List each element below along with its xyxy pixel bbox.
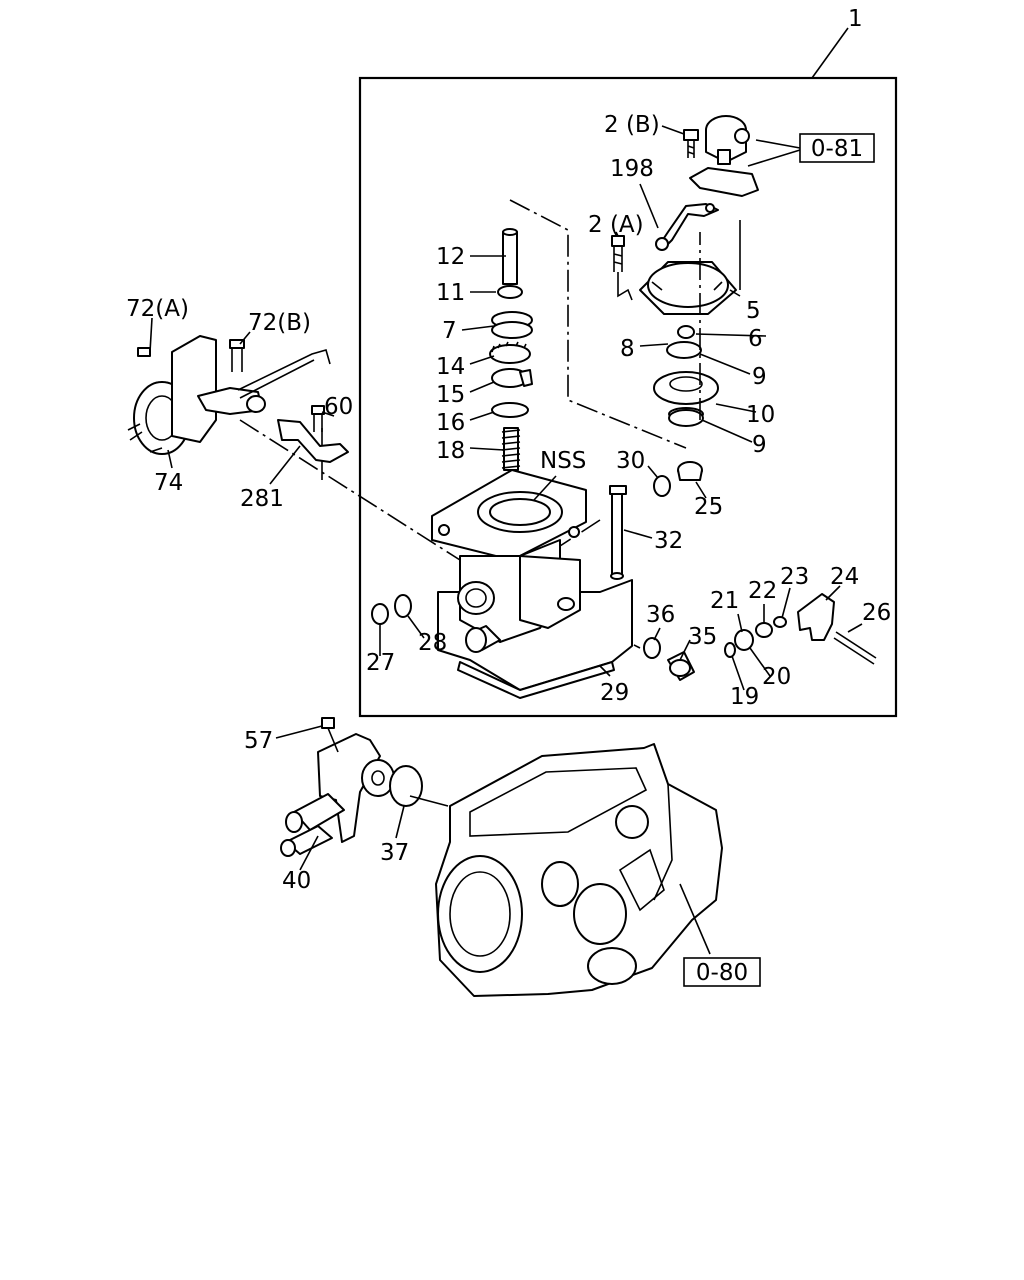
callout-12: 12: [436, 244, 465, 270]
callout-72b: 72(B): [248, 310, 311, 336]
callout-25: 25: [694, 494, 723, 520]
callout-14: 14: [436, 354, 465, 380]
callout-19: 19: [730, 684, 759, 710]
reference-box-0-81[interactable]: 0-81: [799, 133, 875, 163]
main-housing: [371, 461, 703, 699]
callout-2a: 2 (A): [588, 212, 644, 238]
callout-36: 36: [646, 602, 675, 628]
callout-29: 29: [600, 680, 629, 706]
callout-20: 20: [762, 664, 791, 690]
callout-27: 27: [366, 650, 395, 676]
diaphragm-stack: [639, 220, 741, 427]
callout-72a: 72(A): [126, 296, 189, 322]
callout-18: 18: [436, 438, 465, 464]
callout-23: 23: [780, 564, 809, 590]
cover-assembly: [611, 115, 759, 301]
callout-5: 5: [746, 298, 761, 324]
governor-shaft-stack: [489, 228, 533, 471]
callout-32: 32: [654, 528, 683, 554]
callout-21: 21: [710, 588, 739, 614]
callout-6: 6: [748, 326, 763, 352]
callout-24: 24: [830, 564, 859, 590]
callout-nss: NSS: [540, 448, 586, 474]
callout-15: 15: [436, 382, 465, 408]
connector-assembly: [280, 717, 423, 857]
callout-10: 10: [746, 402, 775, 428]
callout-26: 26: [862, 600, 891, 626]
callout-60: 60: [324, 394, 353, 420]
callout-37: 37: [380, 840, 409, 866]
callout-40: 40: [282, 868, 311, 894]
leader-lines: [149, 125, 863, 955]
callout-7: 7: [442, 318, 457, 344]
callout-57: 57: [244, 728, 273, 754]
callout-9b: 9: [752, 432, 767, 458]
callout-198: 198: [610, 156, 654, 182]
pump-body: [435, 743, 723, 997]
lever-assembly: [724, 593, 877, 665]
callout-9a: 9: [752, 364, 767, 390]
callout-16: 16: [436, 410, 465, 436]
reference-label-0-80: 0-80: [696, 960, 748, 986]
reference-box-0-80[interactable]: 0-80: [683, 957, 761, 987]
assembly-frame: [358, 76, 898, 718]
part-callouts: 1 2 (B) 198 2 (A) 12 11 7 14 15 16 18 5 …: [126, 6, 891, 894]
callout-30: 30: [616, 448, 645, 474]
callout-28: 28: [418, 630, 447, 656]
callout-22: 22: [748, 578, 777, 604]
callout-11: 11: [436, 280, 465, 306]
callout-35: 35: [688, 624, 717, 650]
callout-74: 74: [154, 470, 183, 496]
callout-8: 8: [620, 336, 635, 362]
actuator-assembly: [127, 335, 349, 463]
callout-1: 1: [848, 6, 863, 32]
callout-281: 281: [240, 486, 284, 512]
reference-label-0-81: 0-81: [811, 136, 863, 162]
callout-2b: 2 (B): [604, 112, 660, 138]
